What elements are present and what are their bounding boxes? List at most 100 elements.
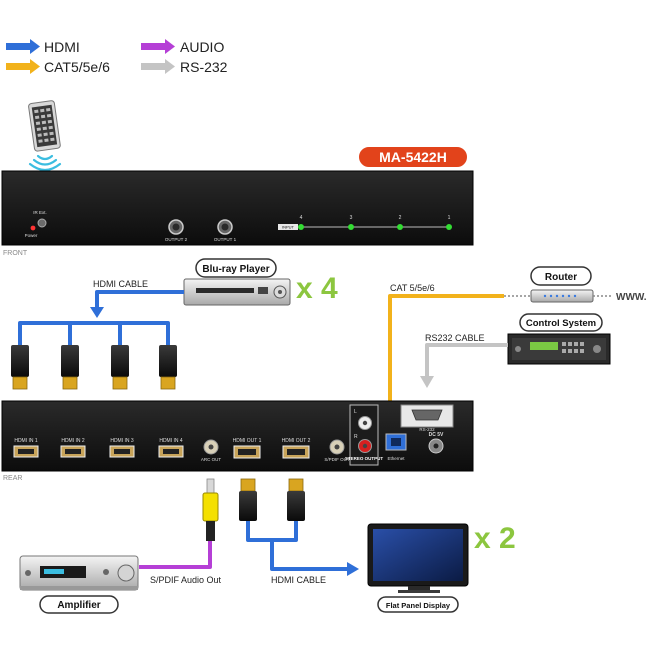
input-number-4: 4 [300, 215, 303, 221]
ir-signal-icon [28, 154, 62, 172]
hdmi-cable-bottom-label: HDMI CABLE [271, 575, 326, 585]
input-number-1: 1 [448, 215, 451, 221]
amplifier-label: Amplifier [39, 595, 119, 614]
stereo-output: L R STEREO OUTPUT [345, 404, 384, 466]
control-system-device [507, 333, 611, 365]
input-number-2: 2 [399, 215, 402, 221]
input-led-4 [298, 224, 304, 230]
model-badge: MA-5422H [357, 145, 469, 169]
output1-label: OUTPUT 1 [214, 237, 237, 242]
flat-panel-display [367, 523, 469, 593]
hdmi-out-ports: HDMI OUT 1 HDMI OUT 2 [233, 438, 311, 459]
legend-cat: CAT5/5e/6 [6, 59, 110, 75]
hdmi-out-2-label: HDMI OUT 2 [282, 438, 311, 444]
rs232-port[interactable]: RS-232 [400, 404, 454, 432]
ethernet-label: Ethernet [387, 456, 405, 461]
cat-cable [388, 294, 504, 404]
rear-section-label: REAR [3, 475, 22, 482]
input-number-3: 3 [350, 215, 353, 221]
legend-audio-label: AUDIO [180, 39, 224, 55]
legend: HDMI CAT5/5e/6 AUDIO RS-232 [6, 39, 228, 75]
legend-rs232: RS-232 [141, 59, 228, 75]
hdmi-in-4[interactable]: HDMI IN 4 [158, 438, 184, 458]
stereo-l-label: L [354, 409, 357, 415]
hdmi-in-2-label: HDMI IN 2 [61, 438, 85, 444]
power-label: Power [25, 233, 38, 238]
ir-ext-port [37, 218, 47, 228]
arc-out-port[interactable]: ARC OUT [201, 439, 222, 462]
hdmi-plugs-bottom [239, 478, 305, 521]
cat-cable-label: CAT 5/5e/6 [390, 283, 435, 293]
legend-audio: AUDIO [141, 39, 224, 55]
hdmi-plug-2 [61, 345, 79, 390]
spdif-plug [202, 478, 219, 541]
ir-remote [28, 100, 62, 172]
dc-power-jack[interactable]: DC 5V [428, 432, 444, 454]
hdmi-cable-top-arrow [90, 307, 104, 318]
hdmi-in-1[interactable]: HDMI IN 1 [13, 438, 39, 458]
hdmi-in-ports: HDMI IN 1 HDMI IN 2 HDMI IN 3 HDMI IN 4 [13, 438, 184, 458]
hdmi-in-3-label: HDMI IN 3 [110, 438, 134, 444]
input-label-box [278, 224, 298, 230]
display-multiplier: x 2 [474, 522, 516, 555]
amplifier-label-text: Amplifier [57, 600, 100, 611]
hdmi-out-2[interactable]: HDMI OUT 2 [282, 438, 311, 459]
ir-ext-label: IR Ext. [33, 210, 47, 215]
hdmi-cable-top [18, 290, 184, 345]
spdif-out-label: S/PDIF OUT [324, 457, 350, 462]
legend-cat-label: CAT5/5e/6 [44, 59, 110, 75]
legend-hdmi-label: HDMI [44, 39, 80, 55]
hdmi-cable-top-label: HDMI CABLE [93, 279, 148, 289]
rs232-cable [425, 343, 508, 378]
input-led-2 [397, 224, 403, 230]
hdmi-in-3[interactable]: HDMI IN 3 [109, 438, 135, 458]
bluray-multiplier: x 4 [296, 272, 338, 305]
rs232-cable-label: RS232 CABLE [425, 333, 485, 343]
hdmi-out-1-label: HDMI OUT 1 [233, 438, 262, 444]
hdmi-in-1-label: HDMI IN 1 [14, 438, 38, 444]
input-led-3 [348, 224, 354, 230]
router-label: Router [530, 266, 592, 286]
rs232-port-label: RS-232 [419, 427, 435, 432]
hdmi-plug-4 [159, 345, 177, 390]
input-led-1 [446, 224, 452, 230]
hdmi-plug-1 [11, 345, 29, 390]
hdmi-in-4-label: HDMI IN 4 [159, 438, 183, 444]
hdmi-in-2[interactable]: HDMI IN 2 [60, 438, 86, 458]
hdmi-out-plug-2 [287, 478, 305, 521]
rear-panel: HDMI IN 1 HDMI IN 2 HDMI IN 3 HDMI IN 4 … [1, 400, 474, 472]
www-label: WWW. [616, 292, 647, 303]
power-led [30, 225, 36, 231]
front-panel: IR Ext. Power OUTPUT 2 OUTPUT 1 INPUT 4 … [1, 170, 474, 246]
hdmi-out-1[interactable]: HDMI OUT 1 [233, 438, 262, 459]
bluray-player [183, 278, 291, 306]
input-label: INPUT [282, 225, 295, 230]
ethernet-port[interactable]: Ethernet [385, 433, 407, 461]
display-label-text: Flat Panel Display [386, 601, 451, 610]
bluray-label: Blu-ray Player [195, 258, 277, 278]
hdmi-cable-bottom-arrow [347, 562, 359, 576]
router-label-text: Router [545, 272, 577, 283]
bluray-label-text: Blu-ray Player [202, 264, 269, 275]
output2-label: OUTPUT 2 [165, 237, 188, 242]
hdmi-plug-3 [111, 345, 129, 390]
hdmi-cable-bottom [246, 521, 349, 571]
router-device [530, 289, 594, 303]
input-leds: 4 3 2 1 [298, 215, 452, 230]
amplifier-device [19, 555, 139, 591]
rs232-cable-arrow [420, 376, 434, 388]
spdif-cable-label: S/PDIF Audio Out [150, 575, 222, 585]
spdif-out-port[interactable]: S/PDIF OUT [324, 439, 350, 462]
display-label: Flat Panel Display [377, 596, 459, 613]
stereo-r-label: R [354, 434, 358, 440]
audio-cable [139, 541, 212, 569]
model-label: MA-5422H [379, 149, 447, 165]
arc-out-label: ARC OUT [201, 457, 222, 462]
legend-hdmi: HDMI [6, 39, 80, 55]
hdmi-out-plug-1 [239, 478, 257, 521]
front-section-label: FRONT [3, 250, 28, 257]
control-label: Control System [519, 313, 603, 332]
stereo-output-label: STEREO OUTPUT [345, 456, 384, 461]
